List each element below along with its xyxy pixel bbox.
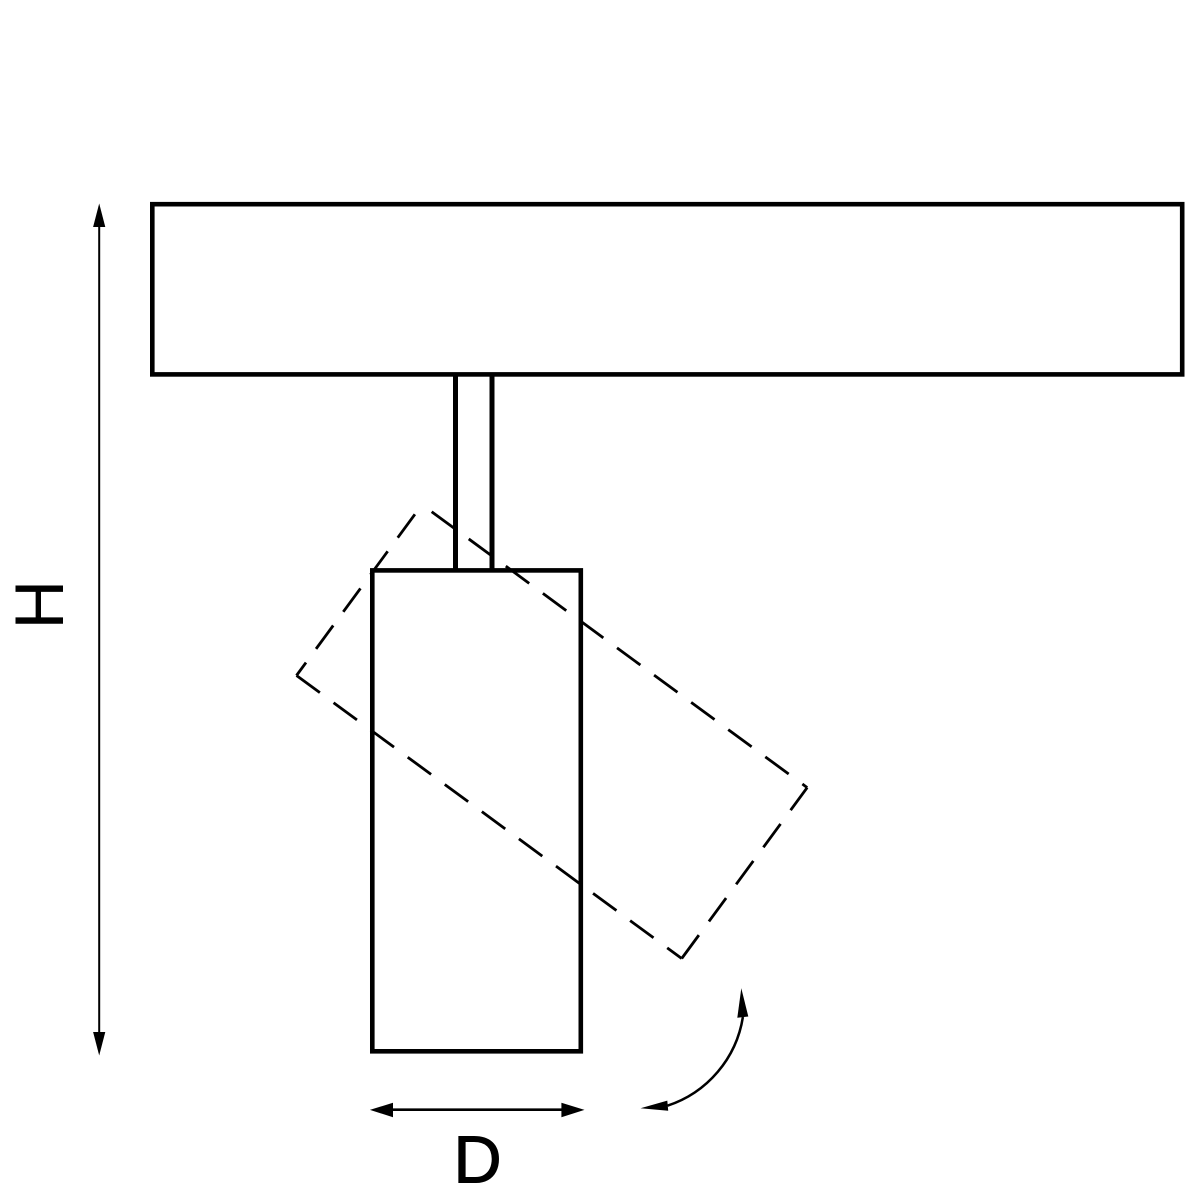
svg-text:D: D bbox=[453, 1123, 501, 1198]
svg-text:H: H bbox=[1, 580, 78, 629]
